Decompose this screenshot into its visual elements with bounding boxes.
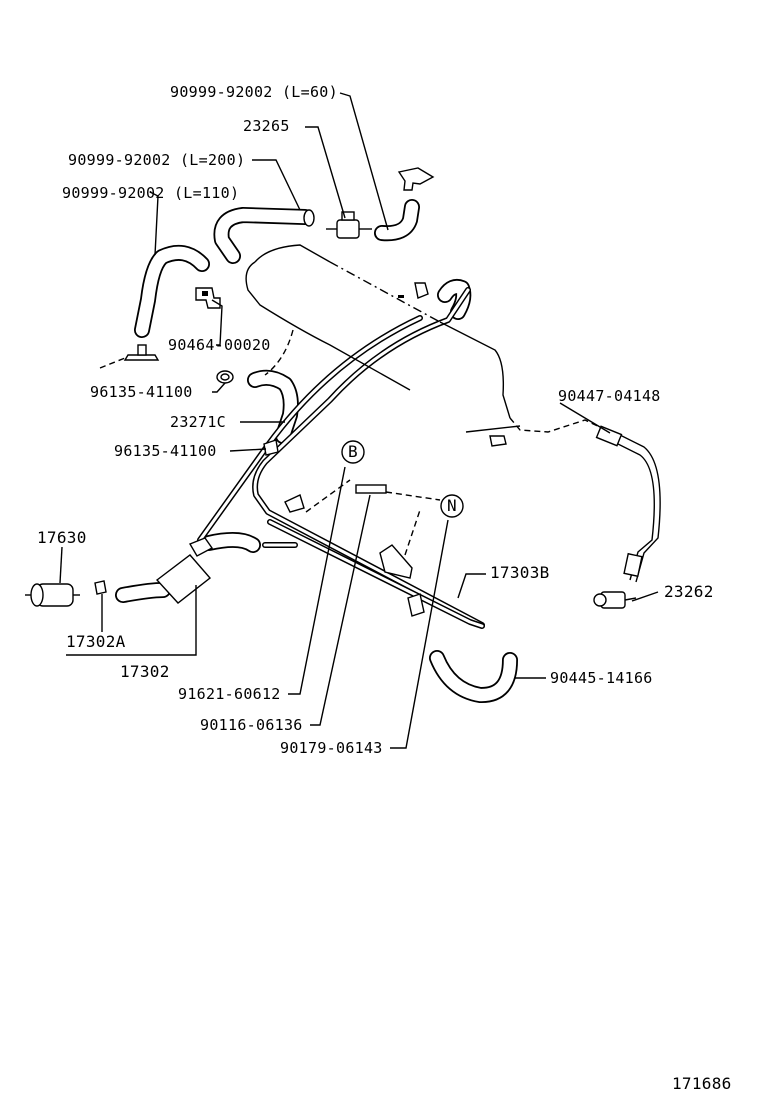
clamp-96135-b [263,439,279,456]
hose-90445 [429,650,518,703]
label-nut-90116: 90116-06136 [200,716,303,734]
label-valve-23265: 23265 [243,117,290,135]
callout-dashes [305,479,441,556]
label-clip-90464: 90464-00020 [168,336,271,354]
label-sensor-23262: 23262 [664,582,714,601]
bracket-mounts [284,435,507,617]
hose-23271c [247,369,299,444]
label-pipe-17303b: 17303B [490,563,550,582]
metal-pipe-main [197,287,485,628]
metal-pipe-17303b [262,519,485,629]
connector-top [397,167,435,191]
label-hose-l110: 90999-92002 (L=110) [62,184,239,202]
callout-b: B [341,440,365,464]
label-hose-l200: 90999-92002 (L=200) [68,151,245,169]
label-hose-23271c: 23271C [170,413,226,431]
hose-l60 [374,199,420,242]
label-nut-90179: 90179-06143 [280,739,383,757]
clip-90464 [195,287,221,309]
hose-90447-line [595,425,661,583]
figure-number: 171686 [672,1074,732,1093]
label-clamp-96135-b: 96135-41100 [114,442,217,460]
label-clamp-17302a: 17302A [66,632,126,651]
part-labels: 90999-92002 (L=60) 23265 90999-92002 (L=… [37,83,732,1093]
hose-lower-left [115,532,261,603]
valve-lower-left-small [99,344,160,369]
label-bolt-91621: 91621-60612 [178,685,281,703]
callout-n: N [440,494,464,518]
svg-text:N: N [447,496,457,515]
sensor-23262 [593,591,637,609]
svg-text:B: B [348,442,358,461]
bolt-91621 [355,484,387,494]
vsv-23265 [326,211,372,239]
label-clamp-96135-a: 96135-41100 [90,383,193,401]
clip-upper-right [398,282,429,299]
hose-l110 [134,244,210,338]
engine-outline [245,244,611,433]
label-pipe-17302: 17302 [120,662,170,681]
label-hose-90447: 90447-04148 [558,387,661,405]
hose-l200 [213,207,315,264]
clamp-96135-a [216,370,234,384]
label-vsv-17630: 17630 [37,528,87,547]
clamp-17302a [94,580,107,595]
label-hose-90445: 90445-14166 [550,669,653,687]
label-hose-l60: 90999-92002 (L=60) [170,83,338,101]
canister-17302 [155,537,214,604]
leader-lines [59,92,659,749]
vsv-17630 [25,583,80,607]
